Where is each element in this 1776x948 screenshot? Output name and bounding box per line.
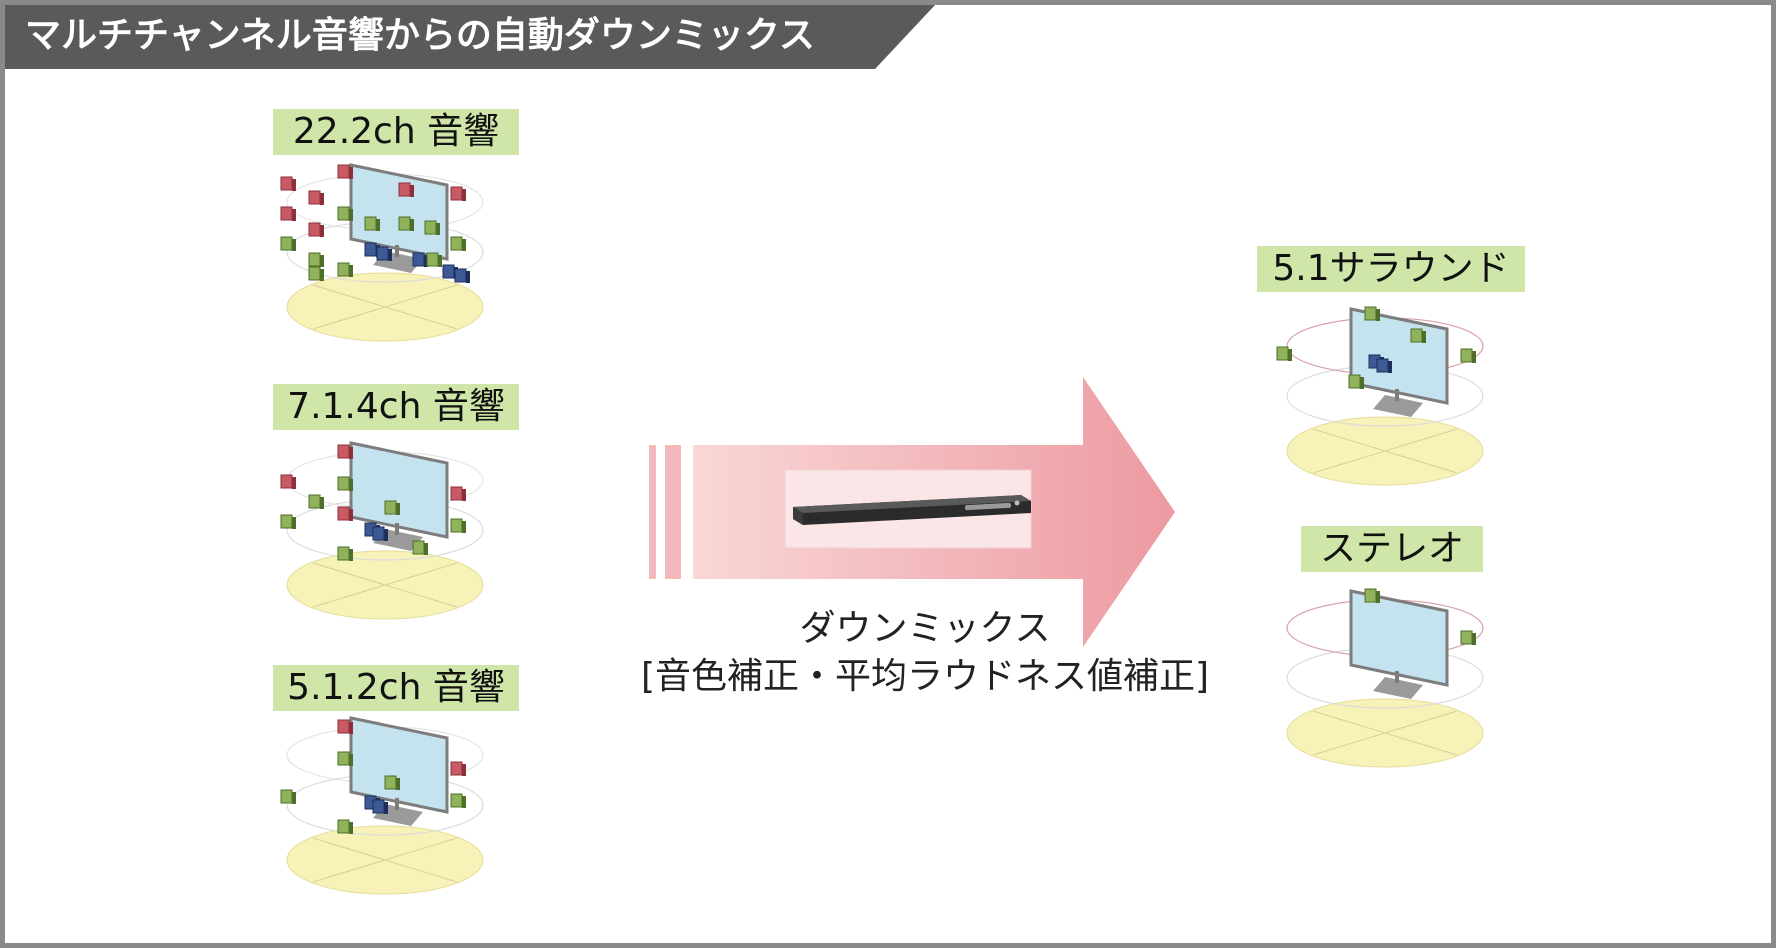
input-label-22-2ch: 22.2ch 音響 [273, 109, 519, 155]
speaker-icon [372, 799, 388, 814]
speaker-icon [426, 252, 442, 267]
speaker-icon [1364, 588, 1380, 603]
speaker-icon [450, 518, 466, 533]
speaker-icon [337, 444, 353, 459]
tv-icon [1349, 589, 1449, 699]
speaker-layout-5-1-2ch-illustration [280, 716, 484, 895]
speaker-icon [337, 206, 353, 221]
speaker-icon [308, 222, 324, 237]
speaker-icon [1410, 328, 1426, 343]
speaker-icon [337, 476, 353, 491]
speaker-icon [337, 719, 353, 734]
speaker-icon [398, 216, 414, 231]
downmix-processor-device-icon [784, 469, 1032, 549]
speaker-icon [280, 236, 296, 251]
speaker-icon [454, 268, 470, 283]
speaker-icon [450, 761, 466, 776]
speaker-icon [1364, 306, 1380, 321]
speaker-layout-22-2ch-illustration [280, 163, 484, 342]
input-label-5-1-2ch: 5.1.2ch 音響 [273, 665, 519, 711]
speaker-icon [412, 540, 428, 555]
page-title: マルチチャンネル音響からの自動ダウンミックス [25, 15, 815, 56]
floor-line [312, 284, 458, 330]
title-banner [5, 5, 935, 69]
speaker-icon [398, 182, 414, 197]
speaker-icon [384, 775, 400, 790]
speaker-icon [280, 514, 296, 529]
speaker-layout-7-1-4ch-illustration [280, 441, 484, 620]
speaker-icon [450, 236, 466, 251]
speaker-icon [384, 500, 400, 515]
arrow-stripe [665, 445, 681, 579]
floor-line [1312, 428, 1458, 474]
output-label-stereo: ステレオ [1301, 526, 1483, 572]
floor-line [312, 562, 458, 608]
speaker-layout-stereo-illustration [1286, 588, 1484, 768]
downmix-arrow [649, 377, 1175, 647]
speaker-icon [337, 262, 353, 277]
speaker-icon [308, 266, 324, 281]
tv-icon [349, 716, 449, 826]
speaker-icon [308, 494, 324, 509]
speaker-icon [372, 526, 388, 541]
speaker-icon [308, 252, 324, 267]
speaker-icon [337, 751, 353, 766]
speaker-icon [412, 252, 428, 267]
speaker-icon [337, 164, 353, 179]
speaker-icon [1460, 630, 1476, 645]
speaker-icon [337, 546, 353, 561]
speaker-icon [376, 246, 392, 261]
speaker-icon [280, 206, 296, 221]
speaker-layout-5-1-surround-illustration [1276, 306, 1484, 486]
output-label-5-1-surround: 5.1サラウンド [1257, 246, 1525, 292]
speaker-icon [450, 793, 466, 808]
floor-line [1312, 710, 1458, 756]
speaker-icon [1348, 374, 1364, 389]
speaker-icon [280, 176, 296, 191]
speaker-icon [1276, 346, 1292, 361]
tv-icon [349, 441, 449, 551]
speaker-icon [280, 789, 296, 804]
downmix-caption-line2: [音色補正・平均ラウドネス値補正] [640, 656, 1210, 697]
floor-line [312, 837, 458, 883]
speaker-icon [450, 486, 466, 501]
speaker-icon [308, 190, 324, 205]
arrow-stripe [649, 445, 656, 579]
tv-icon [1349, 307, 1449, 417]
speaker-icon [337, 506, 353, 521]
downmix-caption-line1: ダウンミックス [799, 608, 1051, 649]
speaker-icon [1376, 358, 1392, 373]
speaker-icon [337, 819, 353, 834]
speaker-icon [1460, 348, 1476, 363]
input-label-7-1-4ch: 7.1.4ch 音響 [273, 384, 519, 430]
speaker-icon [364, 216, 380, 231]
speaker-icon [424, 220, 440, 235]
speaker-icon [280, 474, 296, 489]
speaker-icon [450, 186, 466, 201]
downmix-caption: ダウンミックス [音色補正・平均ラウドネス値補正] [575, 605, 1275, 701]
